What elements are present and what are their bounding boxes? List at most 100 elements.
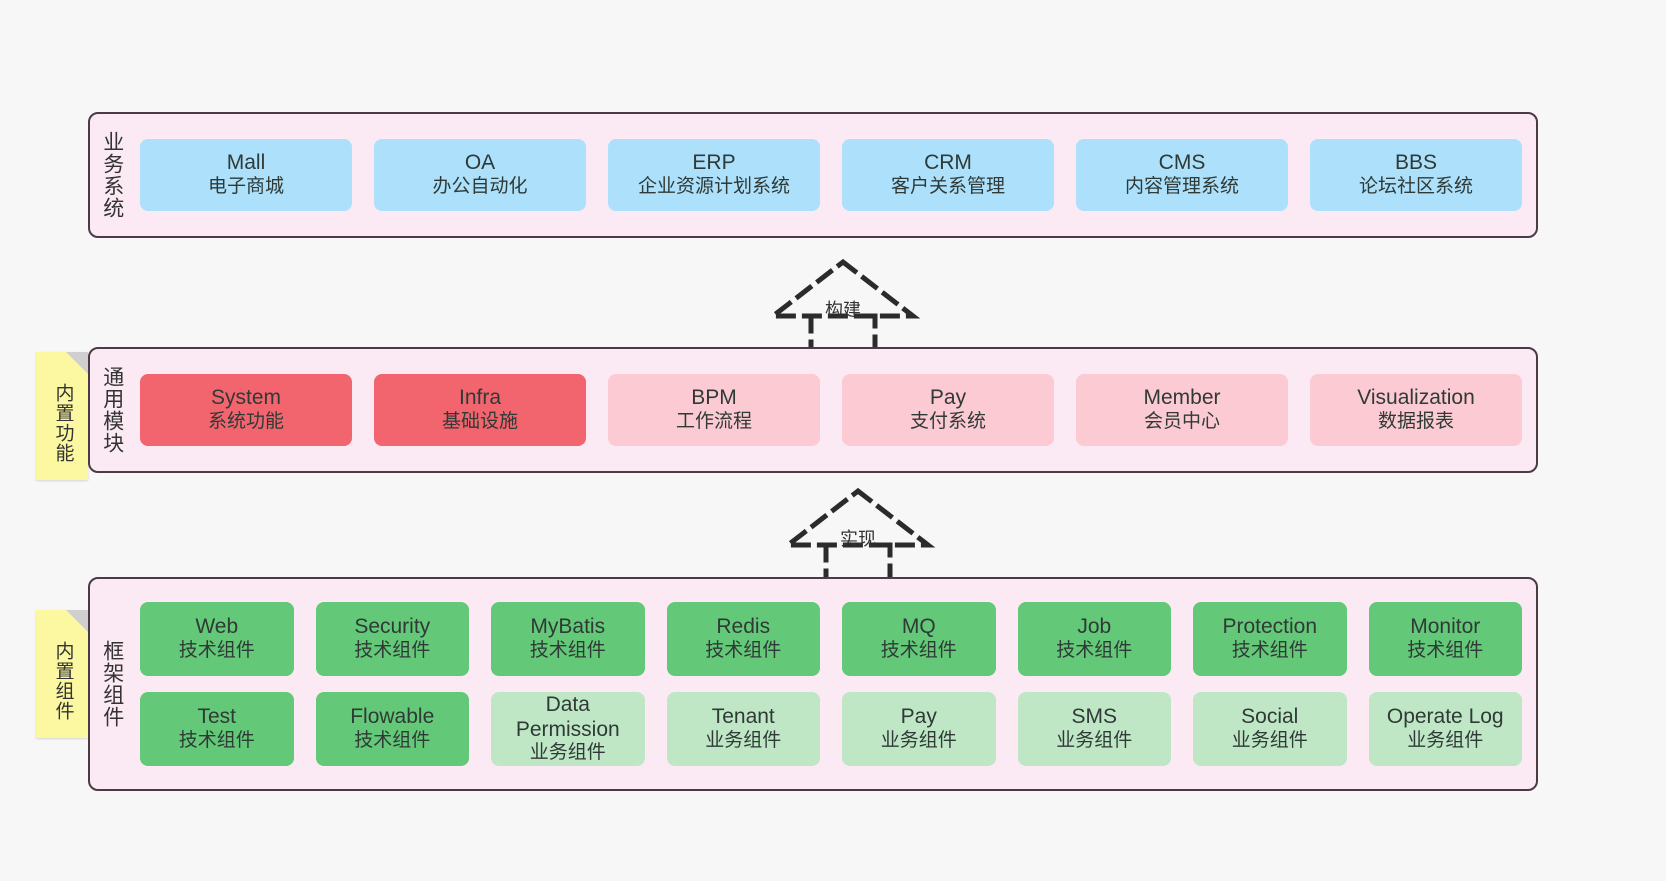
layer-common-modules: 通用模块 System 系统功能 Infra 基础设施 BPM 工作流程 Pay… (88, 347, 1538, 473)
card-subtitle: 企业资源计划系统 (637, 175, 790, 197)
card-subtitle: 技术组件 (1407, 639, 1484, 661)
layer-common-modules-label: 通用模块 (100, 366, 124, 454)
card-subtitle: 业务组件 (1407, 729, 1484, 751)
card-pay[interactable]: Pay 支付系统 (842, 374, 1054, 446)
sticky-note-builtin-components: 内置组件 (36, 610, 88, 738)
sticky-note-label: 内置功能 (52, 383, 74, 463)
layer-business-systems: 业务系统 Mall 电子商城 OA 办公自动化 ERP 企业资源计划系统 CRM… (88, 112, 1538, 238)
card-title: BBS (1394, 151, 1438, 175)
card-mq[interactable]: MQ 技术组件 (842, 602, 996, 676)
card-bpm[interactable]: BPM 工作流程 (608, 374, 820, 446)
card-title: Social (1241, 705, 1299, 729)
uml-dashed-stem-icon (808, 313, 878, 357)
modules-card-row: System 系统功能 Infra 基础设施 BPM 工作流程 Pay 支付系统… (140, 374, 1522, 446)
card-title: BPM (691, 386, 737, 410)
card-operate-log[interactable]: Operate Log 业务组件 (1368, 692, 1522, 766)
framework-card-row-1: Web 技术组件 Security 技术组件 MyBatis 技术组件 Redi… (140, 602, 1522, 676)
layer-business-systems-body: Mall 电子商城 OA 办公自动化 ERP 企业资源计划系统 CRM 客户关系… (134, 114, 1536, 236)
card-subtitle: 系统功能 (207, 410, 284, 432)
card-subtitle: 办公自动化 (432, 175, 528, 197)
card-web[interactable]: Web 技术组件 (140, 602, 294, 676)
card-title: Flowable (350, 705, 435, 729)
card-crm[interactable]: CRM 客户关系管理 (842, 139, 1054, 211)
card-subtitle: 技术组件 (705, 639, 782, 661)
card-title: Tenant (711, 705, 775, 729)
card-monitor[interactable]: Monitor 技术组件 (1368, 602, 1522, 676)
card-subtitle: 业务组件 (880, 729, 957, 751)
uml-triangle-head-icon (780, 487, 936, 548)
card-mybatis[interactable]: MyBatis 技术组件 (491, 602, 645, 676)
card-title: Security (354, 615, 431, 639)
card-subtitle: 技术组件 (880, 639, 957, 661)
card-title: MQ (901, 615, 936, 639)
connector-build: 构建 (753, 258, 933, 358)
card-tenant[interactable]: Tenant 业务组件 (666, 692, 820, 766)
card-subtitle: 业务组件 (1231, 729, 1308, 751)
sticky-fold-corner-icon (66, 352, 88, 374)
card-subtitle: 技术组件 (354, 729, 431, 751)
framework-card-row-2: Test 技术组件 Flowable 技术组件 Data Permission … (140, 692, 1522, 766)
card-system[interactable]: System 系统功能 (140, 374, 352, 446)
card-title: CRM (924, 151, 972, 175)
card-title: Pay (900, 705, 937, 729)
card-mall[interactable]: Mall 电子商城 (140, 139, 352, 211)
uml-dashed-stem-icon (823, 542, 893, 586)
layer-common-modules-body: System 系统功能 Infra 基础设施 BPM 工作流程 Pay 支付系统… (134, 349, 1536, 471)
card-title: Pay (929, 386, 967, 410)
card-subtitle: 电子商城 (207, 175, 284, 197)
layer-framework-components: 框架组件 Web 技术组件 Security 技术组件 MyBatis 技术组件… (88, 577, 1538, 791)
card-cms[interactable]: CMS 内容管理系统 (1076, 139, 1288, 211)
card-title: OA (464, 151, 496, 175)
card-title: Data Permission (515, 692, 620, 741)
connector-realize: 实现 (768, 487, 948, 587)
card-subtitle: 技术组件 (1231, 639, 1308, 661)
card-title: Web (195, 615, 239, 639)
card-title: Test (197, 705, 236, 729)
card-title: Visualization (1357, 386, 1475, 410)
uml-triangle-head-icon (765, 258, 921, 319)
card-title: ERP (692, 151, 736, 175)
layer-framework-components-label: 框架组件 (100, 640, 124, 728)
card-title: Monitor (1410, 615, 1481, 639)
card-title: Member (1143, 386, 1221, 410)
sticky-note-label: 内置组件 (52, 641, 74, 721)
card-title: Infra (458, 386, 502, 410)
card-redis[interactable]: Redis 技术组件 (666, 602, 820, 676)
card-title: Redis (716, 615, 771, 639)
card-visualization[interactable]: Visualization 数据报表 (1310, 374, 1522, 446)
card-subtitle: 业务组件 (705, 729, 782, 751)
sticky-fold-corner-icon (66, 610, 88, 632)
card-subtitle: 论坛社区系统 (1358, 175, 1473, 197)
card-subtitle: 业务组件 (529, 742, 606, 764)
card-erp[interactable]: ERP 企业资源计划系统 (608, 139, 820, 211)
card-pay-component[interactable]: Pay 业务组件 (842, 692, 996, 766)
card-sms[interactable]: SMS 业务组件 (1017, 692, 1171, 766)
card-security[interactable]: Security 技术组件 (315, 602, 469, 676)
card-title: Protection (1222, 615, 1318, 639)
card-protection[interactable]: Protection 技术组件 (1193, 602, 1347, 676)
card-subtitle: 客户关系管理 (890, 175, 1005, 197)
card-oa[interactable]: OA 办公自动化 (374, 139, 586, 211)
card-job[interactable]: Job 技术组件 (1017, 602, 1171, 676)
layer-framework-components-body: Web 技术组件 Security 技术组件 MyBatis 技术组件 Redi… (134, 579, 1536, 789)
card-member[interactable]: Member 会员中心 (1076, 374, 1288, 446)
business-card-row: Mall 电子商城 OA 办公自动化 ERP 企业资源计划系统 CRM 客户关系… (140, 139, 1522, 211)
card-bbs[interactable]: BBS 论坛社区系统 (1310, 139, 1522, 211)
card-social[interactable]: Social 业务组件 (1193, 692, 1347, 766)
card-subtitle: 工作流程 (675, 410, 752, 432)
card-test[interactable]: Test 技术组件 (140, 692, 294, 766)
card-subtitle: 技术组件 (178, 639, 255, 661)
card-subtitle: 数据报表 (1377, 410, 1454, 432)
card-flowable[interactable]: Flowable 技术组件 (315, 692, 469, 766)
card-data-permission[interactable]: Data Permission 业务组件 (491, 692, 645, 766)
card-subtitle: 技术组件 (529, 639, 606, 661)
card-subtitle: 技术组件 (354, 639, 431, 661)
card-subtitle: 内容管理系统 (1124, 175, 1239, 197)
card-title: CMS (1158, 151, 1206, 175)
card-infra[interactable]: Infra 基础设施 (374, 374, 586, 446)
card-subtitle: 支付系统 (909, 410, 986, 432)
card-subtitle: 技术组件 (178, 729, 255, 751)
card-title: SMS (1071, 705, 1117, 729)
card-subtitle: 技术组件 (1056, 639, 1133, 661)
